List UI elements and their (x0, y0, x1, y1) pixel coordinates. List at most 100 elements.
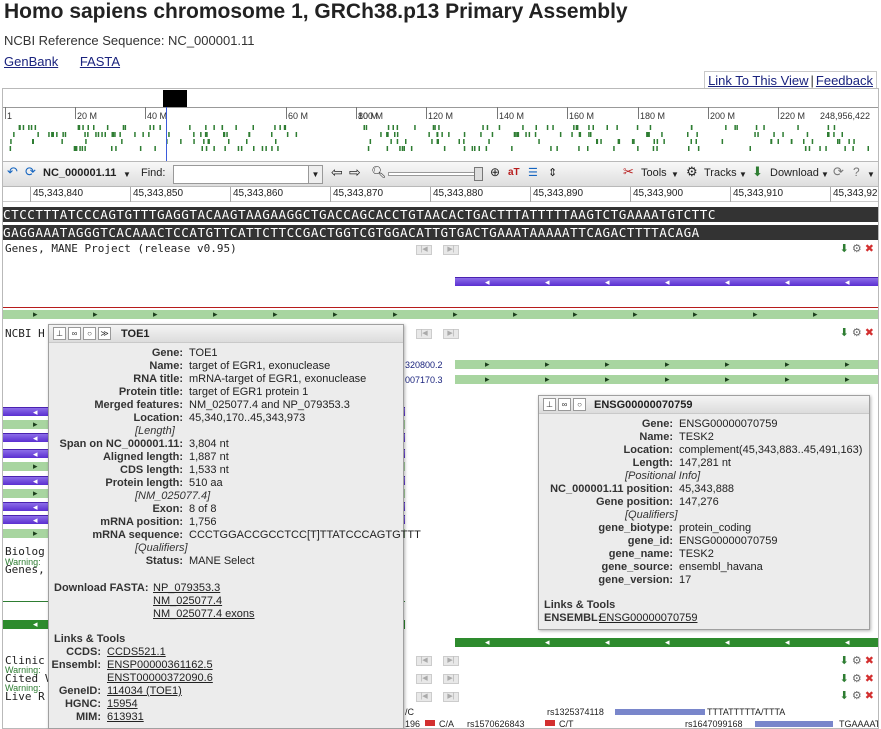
fasta-link[interactable]: FASTA (79, 54, 121, 69)
toe1-mane-bar[interactable]: ▸▸▸▸▸▸▸▸▸▸▸▸▸▸ (3, 310, 878, 319)
binoculars-icon[interactable]: ∞ (68, 327, 81, 340)
gene-mark (482, 125, 484, 130)
genbank-link[interactable]: GenBank (4, 54, 59, 69)
find-dropdown-icon[interactable]: ▼ (308, 166, 322, 183)
track-close-icon[interactable]: ✖ (864, 673, 874, 685)
help-chevron-icon[interactable]: ▼ (867, 170, 875, 179)
gene-mark (205, 125, 207, 130)
transcript-label[interactable]: 007170.3 (405, 375, 443, 385)
track-close-icon[interactable]: ✖ (864, 243, 874, 255)
download-link[interactable]: NP_079353.3 (153, 582, 221, 594)
reload-icon[interactable]: ⟳ (25, 164, 36, 179)
zoom-slider-handle[interactable] (474, 167, 483, 181)
download-link[interactable]: NM_025077.4 (153, 595, 223, 607)
search-icon[interactable]: ○ (573, 398, 586, 411)
field-section-marker[interactable]: [Length] (135, 425, 175, 437)
external-link[interactable]: 114034 (TOE1) (107, 685, 182, 697)
track-settings-icon[interactable]: ⚙ (851, 655, 862, 667)
field-section-marker[interactable]: [Qualifiers] (135, 542, 188, 554)
feedback-link[interactable]: Feedback (815, 73, 873, 88)
track-title-cited: Cited V (5, 672, 52, 685)
track-prev-icon[interactable]: |◀ (416, 245, 432, 255)
track-title-biolog: Biolog (5, 545, 45, 558)
track-next-icon[interactable]: ▶| (443, 245, 459, 255)
fit-icon[interactable]: ⇕ (548, 167, 558, 179)
track-download-icon[interactable]: ⬇ (839, 655, 849, 667)
pan-right-icon[interactable]: ⇨ (349, 164, 361, 180)
pan-left-icon[interactable]: ⇦ (331, 164, 343, 180)
genes-bar[interactable]: ◂◂◂◂◂◂◂ (455, 638, 878, 647)
track-next-icon[interactable]: ▶| (443, 692, 459, 702)
download-link[interactable]: NM_025077.4 exons (153, 608, 255, 620)
track-close-icon[interactable]: ✖ (864, 655, 874, 667)
find-input[interactable]: ▼ (173, 165, 323, 184)
gene-mark (142, 132, 144, 137)
track-download-icon[interactable]: ⬇ (839, 243, 849, 255)
zoom-slider[interactable] (388, 172, 483, 176)
ncbi-transcript-bar[interactable]: ▸▸▸▸▸▸▸ (455, 360, 878, 369)
variant-label[interactable]: rs1325374118 (547, 707, 604, 717)
undo-icon[interactable]: ↶ (7, 164, 18, 179)
chromosome-overview[interactable]: 1 20 M 40 M 60 M 80 M 100 M 120 M 140 M … (3, 89, 878, 161)
track-settings-icon[interactable]: ⚙ (851, 690, 862, 702)
track-download-icon[interactable]: ⬇ (839, 690, 849, 702)
gene-mark (193, 132, 195, 137)
track-settings-icon[interactable]: ⚙ (851, 327, 862, 339)
external-link[interactable]: 613931 (107, 711, 144, 723)
sequence-zoom-icon[interactable]: aT (508, 167, 520, 178)
field-value: TOE1 (189, 347, 218, 359)
track-prev-icon[interactable]: |◀ (416, 674, 432, 684)
tracks-menu[interactable]: Tracks (704, 167, 737, 179)
help-icon[interactable]: ? (853, 165, 860, 179)
field-section-marker[interactable]: [Qualifiers] (625, 509, 678, 521)
track-settings-icon[interactable]: ⚙ (851, 243, 862, 255)
download-menu[interactable]: Download (770, 167, 819, 179)
gene-mark (458, 139, 460, 144)
track-next-icon[interactable]: ▶| (443, 674, 459, 684)
variant-label[interactable]: TGAAAAT (839, 719, 879, 729)
pin-icon[interactable]: ⊥ (543, 398, 556, 411)
track-close-icon[interactable]: ✖ (864, 690, 874, 702)
variant-label[interactable]: TTTATTTTTA/TTTA (707, 707, 786, 717)
track-prev-icon[interactable]: |◀ (416, 656, 432, 666)
external-link[interactable]: CCDS521.1 (107, 646, 166, 658)
ensembl-link[interactable]: ENSG00000070759 (599, 612, 698, 624)
binoculars-icon[interactable]: ∞ (558, 398, 571, 411)
link-label: CCDS: (66, 646, 101, 658)
download-chevron-icon[interactable]: ▼ (821, 170, 829, 179)
chevron-down-icon[interactable]: ▼ (123, 170, 131, 179)
zoom-in-icon[interactable]: ⊕ (490, 165, 501, 179)
zoom-out-icon[interactable]: 🔍︎ (371, 165, 387, 179)
transcript-label[interactable]: 320800.2 (405, 360, 443, 370)
external-link[interactable]: ENST00000372090.6 (107, 672, 213, 684)
gene-mark (825, 146, 827, 151)
tesk2-transcript-bar[interactable]: ◂◂◂◂◂◂◂ (455, 277, 878, 287)
field-label: Length: (632, 457, 673, 469)
ncbi-transcript-bar[interactable]: ▸▸▸▸▸▸▸ (455, 375, 878, 384)
tracks-chevron-icon[interactable]: ▼ (739, 170, 747, 179)
search-icon[interactable]: ○ (83, 327, 96, 340)
track-close-icon[interactable]: ✖ (864, 327, 874, 339)
track-next-icon[interactable]: ▶| (443, 656, 459, 666)
track-next-icon[interactable]: ▶| (443, 329, 459, 339)
track-download-icon[interactable]: ⬇ (839, 327, 849, 339)
markers-icon[interactable]: ☰ (528, 167, 538, 179)
field-section-marker[interactable]: [Positional Info] (625, 470, 701, 482)
track-prev-icon[interactable]: |◀ (416, 329, 432, 339)
collapse-icon[interactable]: ≫ (98, 327, 111, 340)
tools-chevron-icon[interactable]: ▼ (671, 170, 679, 179)
link-to-view[interactable]: Link To This View (708, 73, 809, 88)
accession-select[interactable]: NC_000001.11 (43, 167, 117, 179)
external-link[interactable]: ENSP00000361162.5 (107, 659, 213, 671)
track-settings-icon[interactable]: ⚙ (851, 673, 862, 685)
pin-icon[interactable]: ⊥ (53, 327, 66, 340)
external-link[interactable]: 15954 (107, 698, 138, 710)
tools-menu[interactable]: Tools (641, 167, 667, 179)
track-prev-icon[interactable]: |◀ (416, 692, 432, 702)
strand-arrow-icon: ◂ (785, 277, 790, 287)
overview-locator[interactable] (163, 90, 187, 107)
field-section-marker[interactable]: [NM_025077.4] (135, 490, 211, 502)
refresh-icon[interactable]: ⟳ (833, 164, 844, 179)
track-download-icon[interactable]: ⬇ (839, 673, 849, 685)
variant-label[interactable]: rs1647099168 (685, 719, 743, 729)
